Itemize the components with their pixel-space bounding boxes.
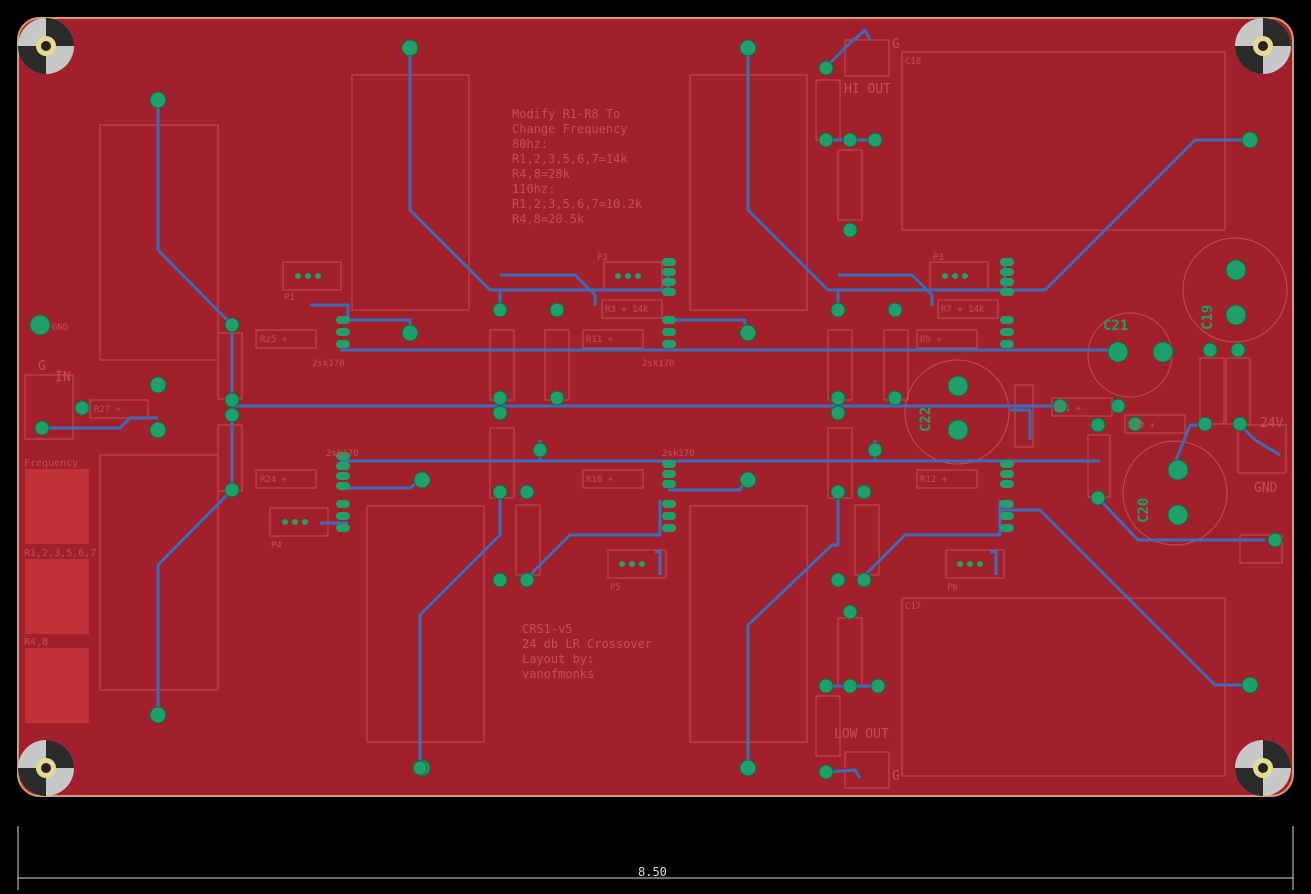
label-c21: C21 (1103, 318, 1128, 334)
label-p2: P2 (597, 253, 608, 263)
label-g-hi: G (892, 37, 900, 52)
r4-group-pad (25, 648, 89, 723)
note-line: Modify R1-R8 To (512, 107, 620, 121)
label-part-a: 2sk170 (312, 359, 345, 369)
label-p3: P3 (933, 253, 944, 263)
note-line: 80hz: (512, 137, 548, 151)
label-part-d: 2sk170 (662, 449, 695, 459)
label-g-in: G (38, 359, 46, 374)
label-r27: R27 + (94, 405, 122, 415)
label-24v: 24V (1260, 416, 1284, 431)
label-c19: C19 (1200, 305, 1216, 330)
label-r11: R11 + (586, 335, 614, 345)
label-r31: R31 + (1054, 404, 1082, 414)
credit-line: CRS1-v5 (522, 622, 573, 636)
label-low-out: LOW OUT (834, 727, 889, 742)
silk-notes: Modify R1-R8 To Change Frequency 80hz: R… (512, 107, 652, 681)
credit-line: 24 db LR Crossover (522, 637, 652, 651)
label-g-low: G (892, 769, 900, 784)
label-p5: P5 (610, 583, 621, 593)
label-r3: R3 + 14k (605, 305, 649, 315)
label-c22: C22 (918, 407, 934, 432)
label-r1-group: R1,2,3,5,6,7 (24, 548, 96, 559)
note-line: R1,2,3,5,6,7=10.2k (512, 197, 643, 211)
label-r30: R30 + (1128, 421, 1156, 431)
cap-labels: C21 C19 C22 C20 (918, 305, 1216, 523)
connector-labels: IN G HI OUT LOW OUT 24V GND G G (38, 37, 1284, 784)
credit-line: Layout by: (522, 652, 594, 666)
label-r9: R9 + (920, 335, 942, 345)
note-line: R1,2,3,5,6,7=14k (512, 152, 628, 166)
label-r7: R7 + 14k (941, 305, 985, 315)
label-c20: C20 (1136, 498, 1152, 523)
note-line: R4,8=20.5k (512, 212, 585, 226)
note-line: 110hz: (512, 182, 555, 196)
label-part-b: 2sk170 (642, 359, 675, 369)
label-c18: C18 (905, 57, 921, 67)
label-hi-out: HI OUT (844, 82, 891, 97)
label-r25: R25 + (260, 335, 288, 345)
ic-pins (282, 258, 1014, 567)
note-line: Change Frequency (512, 122, 628, 136)
label-c17: C17 (905, 602, 921, 612)
mounting-holes (18, 18, 1291, 796)
label-r24: R24 + (260, 475, 288, 485)
label-p1: P1 (284, 293, 295, 303)
label-r12: R12 + (920, 475, 948, 485)
label-gnd-left: GND (52, 323, 68, 333)
credit-line: vanofmonks (522, 667, 594, 681)
label-p4: P4 (271, 541, 282, 551)
component-labels: GND C18 C17 P1 P2 P3 P4 P5 P6 R25 + R27 … (52, 57, 1156, 612)
dimension-line (17, 826, 1294, 890)
label-r10: R10 + (586, 475, 614, 485)
label-r4-group: R4,8 (24, 637, 48, 648)
label-in: IN (55, 370, 71, 385)
label-frequency: Frequency (24, 458, 78, 469)
dimension-label: 8.50 (638, 865, 667, 879)
through-hole-pads (29, 39, 1283, 780)
r1-group-pad (25, 559, 89, 634)
label-part-c: 2sk170 (326, 449, 359, 459)
note-line: R4,8=28k (512, 167, 571, 181)
frequency-pad (25, 469, 89, 544)
jumper-pads: Frequency R1,2,3,5,6,7 R4,8 (24, 458, 96, 723)
label-p6: P6 (947, 583, 958, 593)
label-gnd: GND (1254, 481, 1278, 496)
